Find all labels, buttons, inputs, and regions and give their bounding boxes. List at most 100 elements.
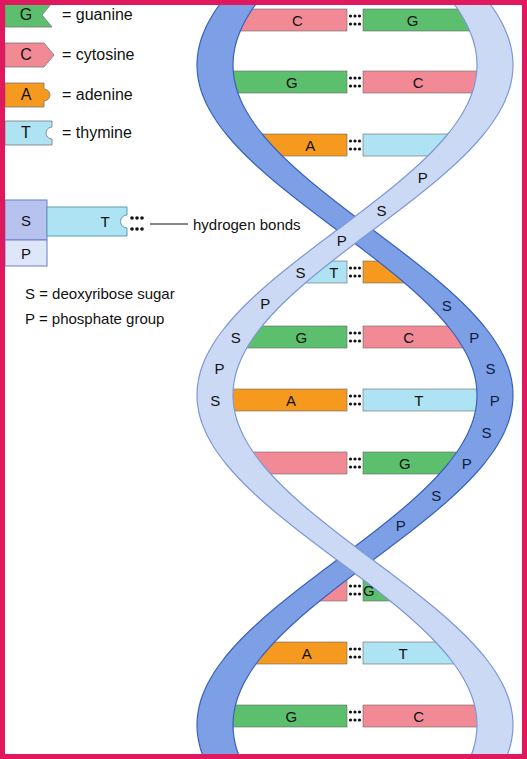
hydrogen-bond-dot [358, 655, 361, 658]
backbone-letter: S [481, 425, 491, 440]
backbone-letter: S [210, 393, 220, 408]
hydrogen-bond-dot [349, 339, 352, 342]
hydrogen-bond-dot [358, 465, 361, 468]
backbone-letter: P [337, 233, 347, 248]
hydrogen-bond-dot [349, 710, 352, 713]
backbone-letter: S [376, 203, 386, 218]
hydrogen-bond-dot [349, 331, 352, 334]
base-letter: G [285, 709, 297, 724]
hydrogen-bond-dot [353, 584, 356, 587]
hydrogen-bond-dot [358, 394, 361, 397]
legend-text: = cytosine [62, 47, 134, 63]
legend-text: = guanine [62, 7, 133, 23]
hydrogen-bond-dot [358, 402, 361, 405]
backbone-letter: P [418, 170, 428, 185]
hydrogen-bond-dot [349, 584, 352, 587]
base-letter: C [292, 13, 303, 28]
base-letter: C [413, 75, 424, 90]
hydrogen-bond-dot [353, 592, 356, 595]
hydrogen-bond-dot [353, 394, 356, 397]
base-letter: A [286, 393, 296, 408]
hydrogen-bond-dot [349, 76, 352, 79]
base-block [363, 389, 495, 411]
hydrogen-bond-dot [353, 76, 356, 79]
hydrogen-bond-dot [353, 147, 356, 150]
legend-letter: C [20, 47, 32, 63]
hydrogen-bond-dot [349, 84, 352, 87]
nucleotide-sample [5, 200, 188, 266]
legend-swatch [5, 83, 50, 107]
hydrogen-bond-dot [358, 339, 361, 342]
base-letter: T [100, 214, 109, 229]
hydrogen-bond-dot [353, 718, 356, 721]
legend-letter: A [21, 87, 32, 103]
base-letter: G [286, 75, 298, 90]
hydrogen-bond-dot [353, 266, 356, 269]
base-letter: G [407, 13, 419, 28]
backbone-letter: P [469, 330, 479, 345]
backbone-letter: S [442, 298, 452, 313]
backbone-letter: P [462, 456, 472, 471]
hydrogen-bond-dot [353, 710, 356, 713]
sugar-block [5, 200, 47, 240]
hydrogen-bond-dot [353, 274, 356, 277]
hydrogen-bond-dot [349, 22, 352, 25]
base-letter: G [363, 583, 375, 598]
hydrogen-bond-dot [349, 465, 352, 468]
base-letter: C [403, 330, 414, 345]
hydrogen-bond-dot [358, 584, 361, 587]
hydrogen-bond-dot [353, 339, 356, 342]
hydrogen-bond-dot [358, 22, 361, 25]
hydrogen-bond-dot [353, 465, 356, 468]
hydrogen-bond-dot [349, 274, 352, 277]
hydrogen-bond-dot [353, 655, 356, 658]
leader-line [150, 224, 188, 225]
hydrogen-bond-dot [358, 14, 361, 17]
key-note: P = phosphate group [25, 311, 164, 326]
backbone-strand [197, 0, 513, 759]
callout-label: hydrogen bonds [193, 217, 301, 232]
hydrogen-bond-dot [358, 718, 361, 721]
legend-swatch [5, 3, 52, 27]
backbone-letter: P [260, 296, 270, 311]
base-letter: G [296, 330, 308, 345]
backbone-letter: S [295, 265, 305, 280]
hydrogen-bond-dot [349, 402, 352, 405]
hydrogen-bond-dot [349, 147, 352, 150]
hydrogen-bond-dot [349, 718, 352, 721]
hydrogen-bond-dots [130, 216, 144, 231]
hydrogen-bond-dot [349, 655, 352, 658]
hydrogen-bond-dot [349, 647, 352, 650]
hydrogen-bond-dot [349, 266, 352, 269]
hydrogen-bond-dot [358, 84, 361, 87]
hydrogen-bond-dot [349, 457, 352, 460]
hydrogen-bond-dot [358, 647, 361, 650]
backbone-strand [197, 0, 513, 759]
base-letter: A [305, 138, 315, 153]
base-letter: A [302, 646, 312, 661]
legend-letter: G [20, 7, 32, 23]
legend-swatch [5, 121, 52, 145]
base-letter: T [399, 646, 408, 661]
hydrogen-bond-dot [358, 266, 361, 269]
backbone-letter: S [231, 330, 241, 345]
base-letter: C [413, 709, 424, 724]
thymine-block [47, 207, 127, 236]
hydrogen-bond-dot [353, 457, 356, 460]
sugar-letter: S [21, 213, 31, 228]
key-note: S = deoxyribose sugar [25, 286, 175, 301]
hydrogen-bond-dot [358, 147, 361, 150]
base-letter: T [414, 393, 423, 408]
phosphate-letter: P [21, 246, 31, 261]
base-block [215, 389, 347, 411]
legend-text: = adenine [62, 87, 133, 103]
legend-swatch [5, 43, 54, 67]
base-letter: G [399, 456, 411, 471]
hydrogen-bond-dot [353, 331, 356, 334]
legend-letter: T [21, 125, 31, 141]
hydrogen-bond-dot [353, 84, 356, 87]
hydrogen-bond-dot [358, 76, 361, 79]
backbone-letter: S [485, 361, 495, 376]
